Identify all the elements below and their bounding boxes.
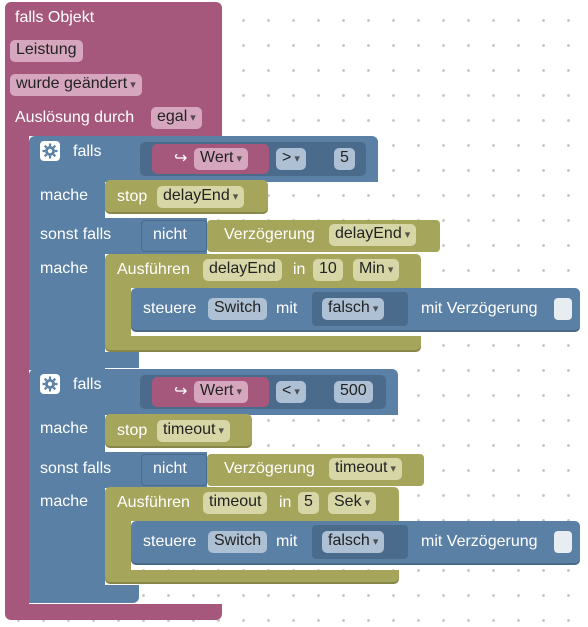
if2-var-arrow-icon: ↪ [174, 383, 188, 400]
if1-control-target[interactable]: Switch [208, 298, 268, 320]
trigger-title: falls Objekt [15, 9, 95, 26]
if-block-1-bottom [29, 352, 139, 368]
if2-variable-dropdown[interactable]: Wert [194, 381, 249, 403]
if2-run-target[interactable]: timeout [203, 492, 268, 514]
if1-duration-input[interactable]: 10 [313, 259, 343, 281]
trigger-by-label: Auslösung durch [15, 109, 135, 126]
if1-in-label: in [293, 261, 306, 278]
if2-stop-dropdown[interactable]: timeout [157, 420, 231, 442]
if2-number-input[interactable]: 500 [334, 381, 373, 403]
if2-do2-label: mache [40, 493, 89, 510]
if2-in-label: in [279, 494, 292, 511]
if1-variable-dropdown[interactable]: Wert [194, 148, 249, 170]
if2-unit-dropdown[interactable]: Sek [328, 492, 377, 514]
if2-value-dropdown[interactable]: falsch [322, 531, 385, 553]
if-block-2-bottom [29, 585, 139, 603]
if1-do2-label: mache [40, 260, 89, 277]
if1-do1-label: mache [40, 187, 89, 204]
trigger-object-field[interactable]: Leistung [10, 40, 83, 62]
if1-with-label: mit [276, 300, 298, 317]
if1-number-input[interactable]: 5 [334, 148, 355, 170]
if2-stop-label: stop [117, 422, 148, 439]
if2-duration-input[interactable]: 5 [298, 492, 319, 514]
if1-run-label: Ausführen [117, 261, 190, 278]
if1-run-block-spine [105, 286, 131, 338]
if1-not-block[interactable] [141, 220, 207, 252]
if2-control-target[interactable]: Switch [208, 531, 268, 553]
if2-delay-option-label: mit Verzögerung [421, 533, 538, 550]
if1-elseif-label: sonst falls [40, 226, 112, 243]
trigger-block-spine [5, 130, 29, 610]
if2-run-block-bottom [105, 570, 399, 584]
if2-delay-label: Verzögerung [224, 460, 315, 477]
if2-not-label: nicht [153, 460, 187, 477]
if1-stop-dropdown[interactable]: delayEnd [157, 186, 245, 208]
if1-delay-label: Verzögerung [224, 226, 315, 243]
if-block-1-spine [29, 180, 105, 370]
if1-run-target[interactable]: delayEnd [203, 259, 282, 281]
if2-run-label: Ausführen [117, 494, 190, 511]
gear-icon[interactable] [40, 374, 60, 394]
if2-delay-checkbox[interactable] [554, 531, 572, 553]
if1-falls-label: falls [73, 143, 102, 160]
if1-value-dropdown[interactable]: falsch [322, 298, 385, 320]
trigger-by-dropdown[interactable]: egal [151, 107, 202, 129]
gear-icon[interactable] [40, 141, 60, 161]
if1-stop-label: stop [117, 188, 148, 205]
if2-delay-dropdown[interactable]: timeout [329, 458, 403, 480]
if1-not-label: nicht [153, 226, 187, 243]
if1-control-label: steuere [143, 300, 197, 317]
if2-run-block-spine [105, 519, 131, 573]
trigger-block-bottom [5, 604, 222, 620]
if1-var-arrow-icon: ↪ [174, 150, 188, 167]
if2-do1-label: mache [40, 420, 89, 437]
if2-falls-label: falls [73, 376, 102, 393]
if1-unit-dropdown[interactable]: Min [353, 259, 400, 281]
if1-delay-checkbox[interactable] [554, 298, 572, 320]
if1-run-block-bottom [105, 336, 421, 352]
if-block-2-spine [29, 413, 105, 603]
if1-delay-option-label: mit Verzögerung [421, 300, 538, 317]
if2-not-block[interactable] [141, 454, 207, 486]
if2-control-label: steuere [143, 533, 197, 550]
trigger-event-dropdown[interactable]: wurde geändert [10, 74, 142, 96]
if1-operator-dropdown[interactable]: > [276, 148, 306, 170]
if2-operator-dropdown[interactable]: < [276, 381, 306, 403]
if2-with-label: mit [276, 533, 298, 550]
if2-elseif-label: sonst falls [40, 460, 112, 477]
if1-delay-dropdown[interactable]: delayEnd [329, 224, 417, 246]
